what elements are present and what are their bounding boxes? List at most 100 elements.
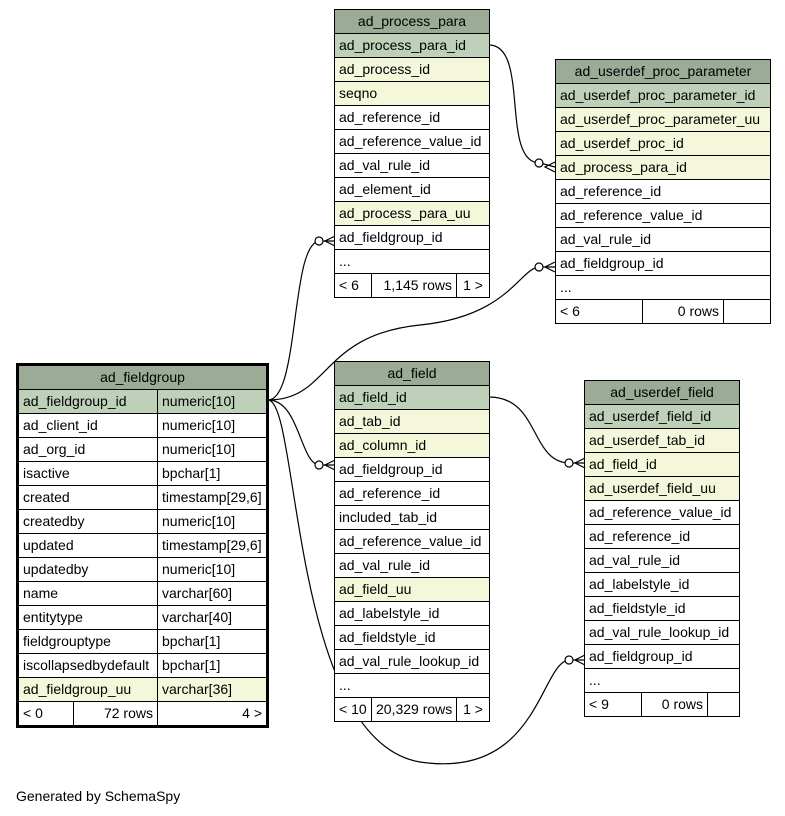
parents-count[interactable]: < 9 xyxy=(585,693,642,716)
children-count[interactable]: 1 > xyxy=(463,701,483,717)
table-row[interactable]: ad_labelstyle_id xyxy=(335,602,489,626)
parents-count[interactable]: < 10 xyxy=(335,698,372,721)
table-row[interactable]: ad_field_uu xyxy=(335,578,489,602)
table-ad-userdef-proc-parameter[interactable]: ad_userdef_proc_parameter ad_userdef_pro… xyxy=(555,59,771,324)
optional-marker xyxy=(534,158,544,168)
generated-by-credit: Generated by SchemaSpy xyxy=(16,788,181,804)
table-row[interactable]: ad_field_id xyxy=(585,453,739,477)
table-row[interactable]: ad_reference_id xyxy=(556,180,770,204)
table-row[interactable]: ad_fieldstyle_id xyxy=(335,626,489,650)
table-row[interactable]: ad_val_rule_lookup_id xyxy=(585,621,739,645)
row-count: 20,329 rows xyxy=(372,698,457,721)
table-row[interactable]: ad_fieldgroup_id xyxy=(556,252,770,276)
column-name: ad_reference_value_id xyxy=(589,504,732,520)
table-row[interactable]: ad_column_id xyxy=(335,434,489,458)
column-name: ad_reference_id xyxy=(560,183,662,199)
table-row[interactable]: ad_val_rule_id xyxy=(556,228,770,252)
table-row[interactable]: ad_reference_id xyxy=(585,525,739,549)
row-count: 72 rows xyxy=(74,702,158,725)
table-row[interactable]: ad_process_para_id xyxy=(556,156,770,180)
table-title[interactable]: ad_field xyxy=(335,362,489,386)
column-type: bpchar[1] xyxy=(162,657,221,673)
table-row[interactable]: ad_element_id xyxy=(335,178,489,202)
table-row[interactable]: ... xyxy=(556,276,770,299)
table-row[interactable]: ad_reference_value_id xyxy=(335,130,489,154)
table-row[interactable]: ... xyxy=(335,674,489,697)
optional-marker xyxy=(314,236,324,246)
table-row[interactable]: ad_fieldstyle_id xyxy=(585,597,739,621)
table-row[interactable]: seqno xyxy=(335,82,489,106)
parents-count[interactable]: < 0 xyxy=(19,702,74,725)
optional-marker xyxy=(314,460,324,470)
table-row[interactable]: ad_reference_value_id xyxy=(556,204,770,228)
table-footer: < 9 0 rows xyxy=(585,692,739,716)
table-row[interactable]: ad_userdef_proc_parameter_id xyxy=(556,84,770,108)
table-row[interactable]: ad_process_para_id xyxy=(335,34,489,58)
table-row[interactable]: ad_process_id xyxy=(335,58,489,82)
table-row[interactable]: ad_val_rule_id xyxy=(585,549,739,573)
table-row[interactable]: ad_userdef_proc_id xyxy=(556,132,770,156)
table-title[interactable]: ad_userdef_proc_parameter xyxy=(556,60,770,84)
column-name: ad_userdef_field_uu xyxy=(585,477,739,500)
children-count[interactable]: 1 > xyxy=(463,277,483,293)
table-row[interactable]: ad_field_id xyxy=(335,386,489,410)
table-row[interactable]: ad_labelstyle_id xyxy=(585,573,739,597)
column-name: ... xyxy=(560,279,572,295)
table-row[interactable]: ad_fieldgroup_id xyxy=(335,226,489,250)
column-name: ad_val_rule_lookup_id xyxy=(339,653,480,669)
parents-count[interactable]: < 6 xyxy=(556,300,643,323)
children-count[interactable] xyxy=(708,693,739,716)
table-title[interactable]: ad_fieldgroup xyxy=(19,366,266,390)
table-row[interactable]: ad_reference_value_id xyxy=(585,501,739,525)
table-row[interactable]: ad_userdef_tab_id xyxy=(585,429,739,453)
table-row[interactable]: ad_tab_id xyxy=(335,410,489,434)
table-title[interactable]: ad_userdef_field xyxy=(585,381,739,405)
table-row[interactable]: ... xyxy=(335,250,489,273)
children-count[interactable] xyxy=(724,300,770,323)
column-name: ad_fieldgroup_id xyxy=(560,255,664,271)
table-row[interactable]: ad_reference_value_id xyxy=(335,530,489,554)
table-row[interactable]: ad_userdef_field_id xyxy=(585,405,739,429)
table-row[interactable]: included_tab_id xyxy=(335,506,489,530)
column-name: ad_userdef_proc_parameter_uu xyxy=(556,108,770,131)
table-row[interactable]: ad_userdef_field_uu xyxy=(585,477,739,501)
table-row[interactable]: ad_val_rule_lookup_id xyxy=(335,650,489,674)
column-name: created xyxy=(19,486,158,509)
table-row[interactable]: ad_userdef_proc_parameter_uu xyxy=(556,108,770,132)
column-type: timestamp[29,6] xyxy=(162,489,262,505)
column-name: ad_reference_id xyxy=(339,485,441,501)
column-name: ad_process_id xyxy=(335,58,489,81)
table-row[interactable]: ad_fieldgroup_id xyxy=(585,645,739,669)
column-type: varchar[60] xyxy=(162,585,233,601)
table-row[interactable]: ad_reference_id xyxy=(335,482,489,506)
table-row[interactable]: ... xyxy=(585,669,739,692)
table-title[interactable]: ad_process_para xyxy=(335,10,489,34)
table-row[interactable]: ad_process_para_uu xyxy=(335,202,489,226)
parents-count[interactable]: < 6 xyxy=(335,274,372,297)
column-name: createdby xyxy=(19,510,158,533)
table-row[interactable]: ad_val_rule_id xyxy=(335,154,489,178)
table-row[interactable]: ad_reference_id xyxy=(335,106,489,130)
children-count[interactable]: 4 > xyxy=(242,705,262,721)
table-row[interactable]: ad_val_rule_id xyxy=(335,554,489,578)
table-row[interactable]: ad_fieldgroup_id xyxy=(335,458,489,482)
